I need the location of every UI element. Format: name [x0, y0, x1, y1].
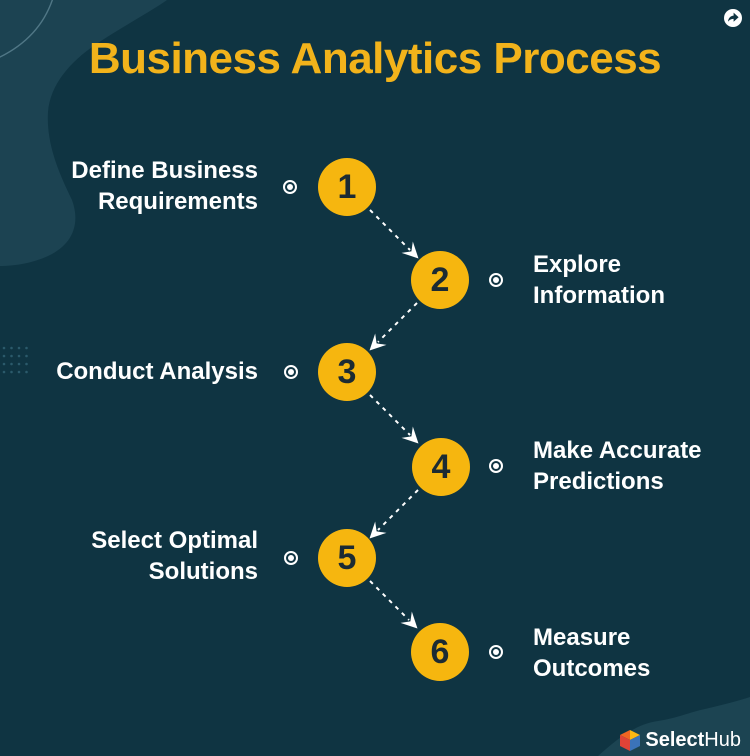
share-arrow-icon	[728, 12, 739, 22]
brand-name: SelectHub	[645, 729, 741, 752]
step-circle-2: 2	[411, 251, 469, 309]
step-label-4: Make Accurate Predictions	[533, 437, 702, 495]
target-bullet-icon	[489, 459, 503, 473]
arrow-5-6	[369, 580, 418, 629]
step-circle-5: 5	[318, 529, 376, 587]
bullet-dot	[493, 463, 499, 469]
target-bullet-icon	[489, 645, 503, 659]
brand-bold: Select	[645, 729, 705, 751]
arrow-2-3	[369, 302, 418, 351]
target-bullet-icon	[283, 180, 297, 194]
bullet-dot	[288, 369, 294, 375]
share-button[interactable]	[723, 8, 743, 28]
brand-light: Hub	[704, 729, 741, 751]
step-circle-6: 6	[411, 623, 469, 681]
step-label-3: Conduct Analysis	[56, 358, 258, 385]
step-label-1: Define Business Requirements	[71, 157, 258, 215]
bullet-dot	[287, 184, 293, 190]
arrow-3-4	[369, 394, 419, 444]
bullet-dot	[493, 277, 499, 283]
page-title: Business Analytics Process	[88, 34, 662, 83]
bullet-dot	[288, 555, 294, 561]
arrow-1-2	[369, 209, 419, 259]
step-label-6: Measure Outcomes	[533, 624, 651, 682]
target-bullet-icon	[489, 273, 503, 287]
step-circle-1: 1	[318, 158, 376, 216]
step-circle-4: 4	[412, 438, 470, 496]
selecthub-cube-icon	[620, 729, 641, 751]
dot-grid	[2, 346, 28, 374]
bullet-dot	[493, 649, 499, 655]
arrow-4-5	[369, 489, 419, 539]
target-bullet-icon	[284, 365, 298, 379]
step-label-5: Select Optimal Solutions	[91, 527, 258, 585]
selecthub-logo: SelectHub	[620, 729, 741, 752]
step-label-2: Explore Information	[533, 251, 665, 309]
step-circle-3: 3	[318, 343, 376, 401]
target-bullet-icon	[284, 551, 298, 565]
